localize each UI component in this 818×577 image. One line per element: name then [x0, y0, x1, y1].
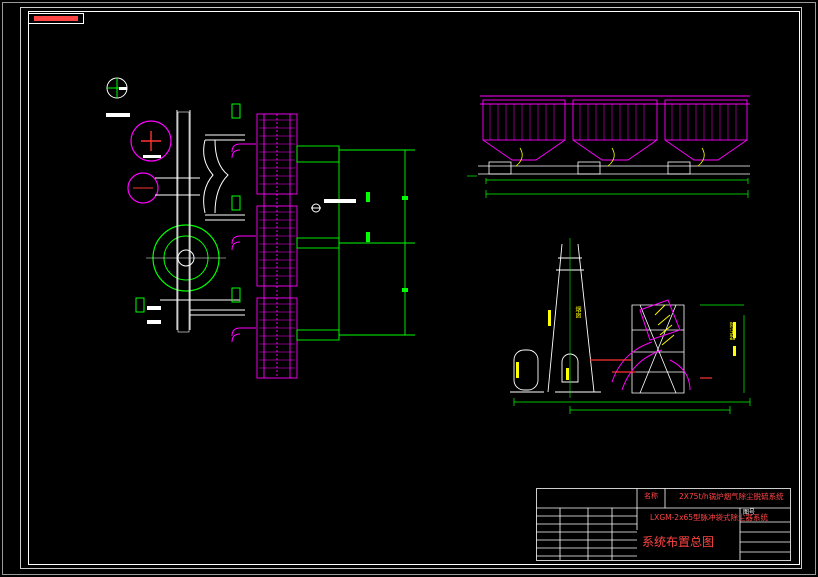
cyclone-circle: [127, 172, 159, 204]
drawing-border: [28, 11, 800, 565]
front-elevation-drawing: [467, 95, 750, 198]
title-block: [536, 488, 791, 561]
collector-label: 除尘器: [728, 322, 735, 340]
side-elevation-drawing: [510, 238, 751, 414]
chimney-label: 烟囱: [574, 306, 581, 318]
inner-border: [20, 7, 802, 569]
drawing-number-label: 图号: [743, 509, 756, 516]
plan-view-drawing: [106, 77, 415, 379]
drawing-title: 系统布置总图: [642, 535, 715, 549]
drawing-stamp: [28, 13, 84, 24]
project-line: 2X75t/h锅炉烟气除尘脱硫系统: [679, 492, 784, 501]
equipment-line: LXGM-2x65型脉冲袋式除尘器系统: [650, 513, 769, 522]
title-block-name-cell: 名称: [644, 492, 658, 500]
fan-circle: [130, 120, 172, 162]
collector-bank: [256, 113, 298, 379]
